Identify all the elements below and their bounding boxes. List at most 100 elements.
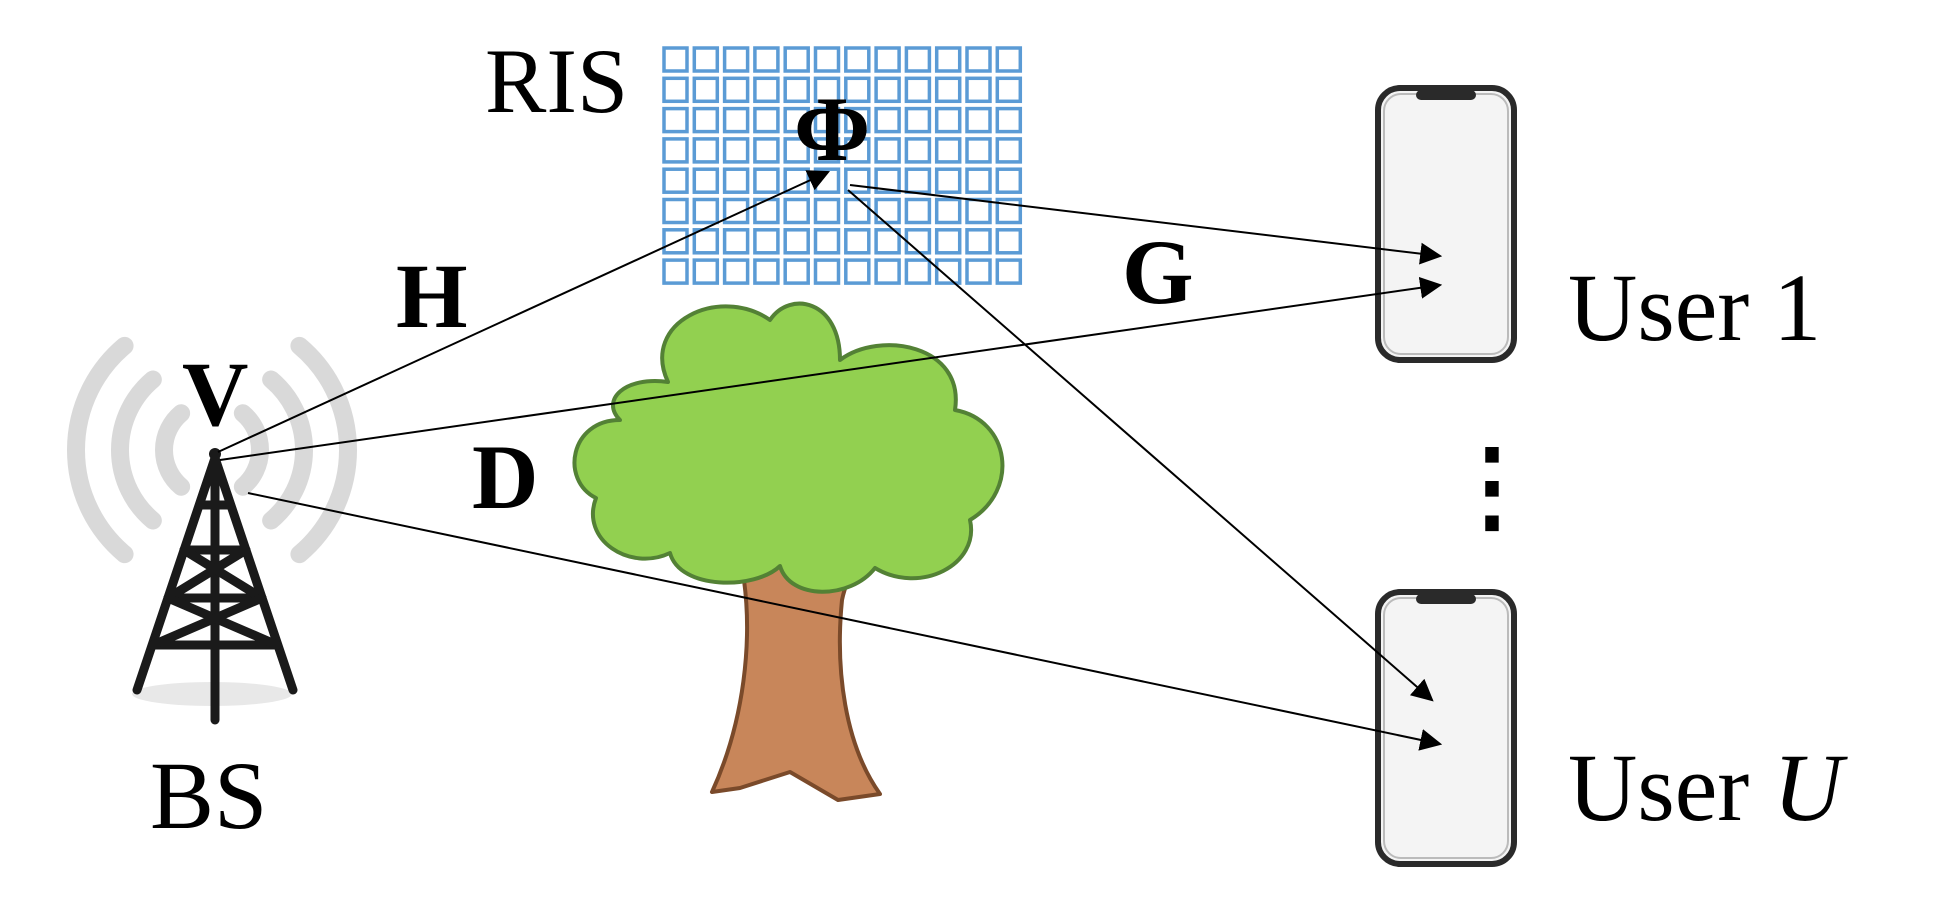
ris-element xyxy=(692,167,720,194)
ris-element xyxy=(934,228,962,255)
dots-label: ⋮ xyxy=(1442,431,1542,542)
bs-label: BS xyxy=(150,742,267,849)
ris-element xyxy=(844,137,871,164)
wave-arc-right xyxy=(262,370,313,530)
ris-element xyxy=(965,258,992,285)
wave-arc-right xyxy=(233,404,269,496)
ris-element xyxy=(692,258,720,285)
ris-element xyxy=(904,197,932,225)
ris-element xyxy=(965,46,992,73)
ris-element xyxy=(904,76,932,104)
ris-element xyxy=(965,137,992,164)
ris-element xyxy=(904,228,932,255)
ris-element xyxy=(813,76,841,104)
ris-element xyxy=(934,197,962,225)
ris-element xyxy=(904,167,932,194)
ris-element xyxy=(753,167,780,194)
ris-element xyxy=(995,106,1023,134)
ris-element xyxy=(904,46,932,73)
ris-element xyxy=(874,106,901,134)
ris-element xyxy=(783,106,810,134)
ris-element xyxy=(874,167,901,194)
ris-element xyxy=(783,197,810,225)
ris-element xyxy=(753,46,780,73)
ris-element xyxy=(934,137,962,164)
userU-label: User U xyxy=(1568,734,1848,841)
wave-arc-right xyxy=(290,336,357,564)
ris-element xyxy=(753,258,780,285)
ris-element xyxy=(662,258,689,285)
ris-to-user1-link xyxy=(849,184,1443,265)
ris-element xyxy=(662,46,689,73)
ris-element xyxy=(995,46,1023,73)
ris-element xyxy=(874,258,901,285)
ris-element xyxy=(995,137,1023,164)
ris-element xyxy=(753,106,780,134)
ris-element xyxy=(692,228,720,255)
tree-obstacle-icon xyxy=(572,301,1005,802)
ris-element xyxy=(722,197,750,225)
ris-element xyxy=(934,167,962,194)
channel-links xyxy=(217,170,1443,751)
user1-phone-icon xyxy=(1375,85,1517,363)
ris-element xyxy=(995,167,1023,194)
wave-arc-left xyxy=(111,370,162,530)
ris-element xyxy=(692,76,720,104)
ris-element xyxy=(874,76,901,104)
ris-element xyxy=(722,137,750,164)
ris-element xyxy=(813,137,841,164)
wave-arc-left xyxy=(67,336,134,564)
ris-element xyxy=(722,258,750,285)
ris-element xyxy=(662,106,689,134)
ris-element xyxy=(722,76,750,104)
ris-element xyxy=(722,106,750,134)
ris-element xyxy=(934,258,962,285)
ris-element xyxy=(844,228,871,255)
ris-element xyxy=(753,228,780,255)
ris-element xyxy=(995,258,1023,285)
bs-to-user1-link xyxy=(219,276,1443,461)
ris-element xyxy=(844,197,871,225)
d-channel-label: D xyxy=(472,426,538,528)
phi-label: Φ xyxy=(794,78,870,180)
ris-element xyxy=(965,106,992,134)
ris-element xyxy=(904,258,932,285)
bs-to-ris-link xyxy=(217,170,830,453)
ris-element xyxy=(783,228,810,255)
ris-element xyxy=(874,137,901,164)
ris-element xyxy=(844,76,871,104)
ris-element xyxy=(813,228,841,255)
ris-element xyxy=(783,137,810,164)
ris-element xyxy=(934,46,962,73)
ris-element xyxy=(722,167,750,194)
ris-element xyxy=(965,228,992,255)
ris-element xyxy=(662,167,689,194)
user1-label: User 1 xyxy=(1568,254,1821,361)
ris-element xyxy=(813,197,841,225)
ris-element xyxy=(753,137,780,164)
v-precoder-label: V xyxy=(182,343,248,445)
ris-element xyxy=(813,46,841,73)
ris-element xyxy=(934,76,962,104)
ris-element xyxy=(844,258,871,285)
ris-element xyxy=(783,76,810,104)
ris-element xyxy=(692,197,720,225)
ris-element xyxy=(783,258,810,285)
ris-element xyxy=(844,106,871,134)
base-station-tower-icon xyxy=(132,448,298,725)
userU-phone-icon xyxy=(1375,589,1517,867)
ris-label: RIS xyxy=(485,30,628,132)
ris-element xyxy=(995,228,1023,255)
userU-variable: U xyxy=(1773,734,1848,841)
ris-element xyxy=(662,76,689,104)
ris-element xyxy=(783,46,810,73)
ris-element xyxy=(662,197,689,225)
ris-element xyxy=(995,76,1023,104)
ris-element xyxy=(874,46,901,73)
bs-to-userU-link xyxy=(247,492,1443,751)
ris-element xyxy=(965,76,992,104)
g-channel-label: G xyxy=(1122,221,1194,323)
wave-arc-left xyxy=(155,404,191,496)
